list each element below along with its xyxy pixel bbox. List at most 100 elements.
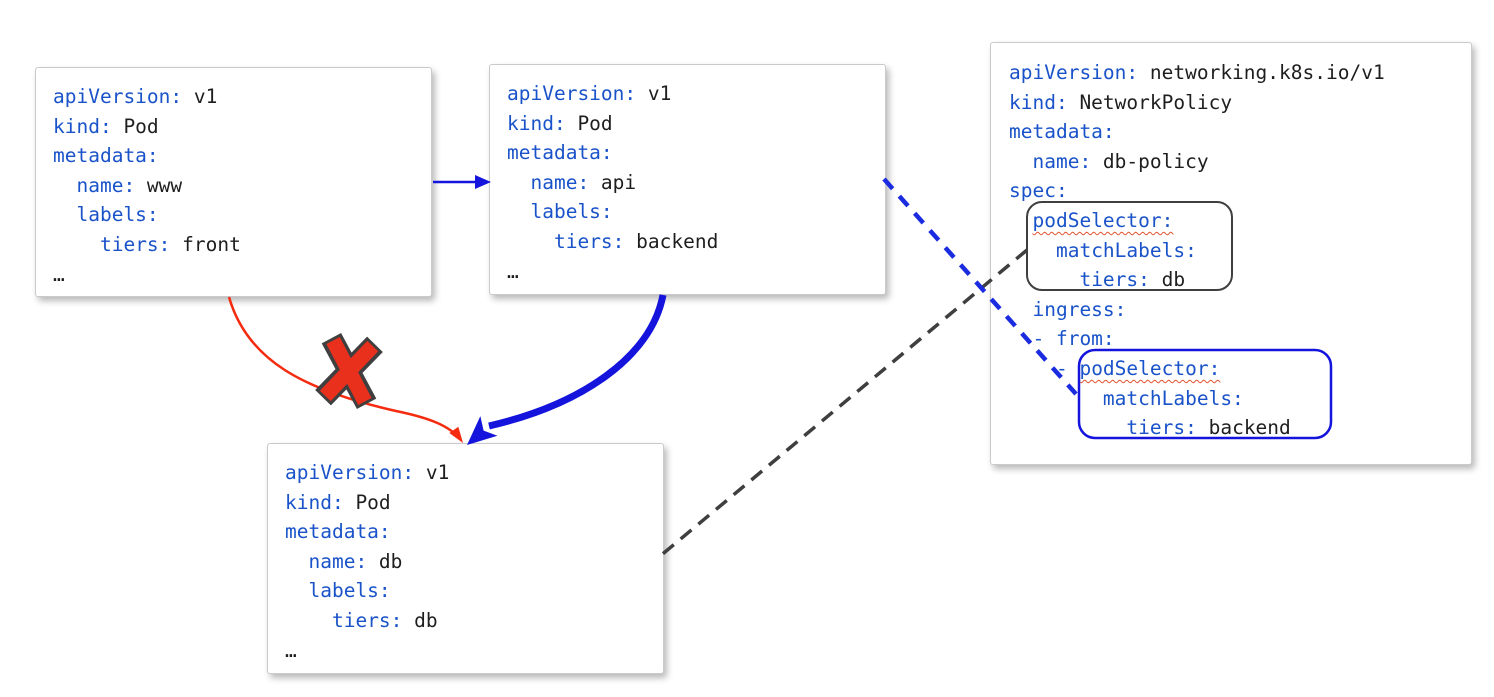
yaml-indent bbox=[53, 174, 76, 197]
yaml-key: apiVersion: bbox=[507, 82, 637, 105]
yaml-line: name: db-policy bbox=[1009, 147, 1461, 177]
yaml-indent bbox=[1009, 209, 1032, 232]
yaml-key: metadata: bbox=[53, 144, 159, 168]
yaml-key: kind: bbox=[1009, 90, 1068, 114]
yaml-key: labels: bbox=[530, 200, 613, 224]
yaml-key: metadata: bbox=[507, 141, 613, 165]
yaml-key: labels: bbox=[76, 203, 159, 227]
yaml-key: tiers: bbox=[1079, 268, 1150, 292]
yaml-indent bbox=[1009, 298, 1032, 321]
yaml-line: labels: bbox=[285, 576, 653, 606]
yaml-key: - from: bbox=[1032, 327, 1115, 351]
allowed-traffic-arrow bbox=[467, 294, 667, 445]
yaml-key: podSelector: bbox=[1079, 356, 1221, 380]
yaml-line: - from: bbox=[1009, 324, 1461, 354]
yaml-value: backend bbox=[1196, 416, 1291, 440]
yaml-line: - podSelector: bbox=[1009, 354, 1461, 384]
yaml-line: kind: Pod bbox=[285, 488, 653, 518]
yaml-indent bbox=[1009, 150, 1032, 173]
blocked-x-outline bbox=[315, 333, 383, 409]
yaml-indent bbox=[1009, 268, 1079, 291]
yaml-value: … bbox=[285, 638, 297, 662]
blocked-x-icon bbox=[315, 333, 383, 409]
blocked-traffic-arrow bbox=[227, 296, 463, 443]
yaml-key: tiers: bbox=[331, 608, 403, 632]
yaml-key: metadata: bbox=[1009, 120, 1115, 144]
yaml-line: tiers: backend bbox=[507, 227, 875, 257]
yaml-value: v1 bbox=[182, 85, 218, 108]
yaml-line: tiers: front bbox=[53, 230, 421, 260]
yaml-key: name: bbox=[76, 173, 136, 197]
yaml-key: labels: bbox=[308, 579, 391, 603]
yaml-line: metadata: bbox=[53, 141, 421, 171]
yaml-line: metadata: bbox=[285, 517, 653, 547]
yaml-indent bbox=[53, 233, 100, 256]
yaml-indent bbox=[1009, 416, 1126, 439]
yaml-line: apiVersion: v1 bbox=[285, 458, 653, 488]
yaml-key: ingress: bbox=[1032, 297, 1127, 321]
yaml-value: Pod bbox=[343, 490, 391, 514]
yaml-line: apiVersion: v1 bbox=[507, 79, 875, 109]
yaml-value: www bbox=[135, 173, 183, 197]
yaml-key: matchLabels: bbox=[1102, 386, 1244, 410]
yaml-indent bbox=[1009, 387, 1103, 410]
yaml-value: backend bbox=[624, 229, 719, 253]
yaml-line: apiVersion: v1 bbox=[53, 82, 421, 112]
yaml-line: metadata: bbox=[1009, 117, 1461, 147]
yaml-key: kind: bbox=[53, 114, 112, 138]
yaml-line: tiers: db bbox=[285, 606, 653, 636]
yaml-line: … bbox=[285, 636, 653, 666]
db-selector-link-dashed-line bbox=[657, 248, 1029, 559]
yaml-key: tiers: bbox=[99, 232, 171, 256]
yaml-line: … bbox=[507, 257, 875, 287]
yaml-value: … bbox=[53, 262, 65, 286]
yaml-value: v1 bbox=[636, 82, 672, 105]
yaml-indent bbox=[285, 579, 308, 602]
yaml-line: labels: bbox=[507, 197, 875, 227]
yaml-key: spec: bbox=[1009, 179, 1068, 203]
yaml-indent bbox=[507, 230, 554, 253]
yaml-indent bbox=[1009, 327, 1032, 350]
blocked-traffic-curve bbox=[227, 296, 462, 441]
yaml-line: … bbox=[53, 260, 421, 290]
yaml-value: db bbox=[1149, 268, 1186, 292]
allowed-traffic-curve bbox=[488, 294, 667, 430]
yaml-value: networking.k8s.io/v1 bbox=[1138, 61, 1385, 84]
yaml-line: name: www bbox=[53, 171, 421, 201]
yaml-value: Pod bbox=[565, 111, 613, 135]
yaml-line: labels: bbox=[53, 200, 421, 230]
yaml-line: kind: Pod bbox=[53, 112, 421, 142]
yaml-key: name: bbox=[308, 549, 368, 573]
yaml-line: matchLabels: bbox=[1009, 384, 1461, 414]
yaml-value: Pod bbox=[111, 114, 159, 138]
yaml-indent bbox=[285, 550, 308, 573]
yaml-key: kind: bbox=[507, 111, 566, 135]
yaml-line: ingress: bbox=[1009, 295, 1461, 325]
yaml-line: kind: Pod bbox=[507, 109, 875, 139]
yaml-line: matchLabels: bbox=[1009, 236, 1461, 266]
yaml-indent bbox=[1009, 239, 1056, 262]
yaml-key: podSelector: bbox=[1032, 208, 1174, 232]
yaml-line: podSelector: bbox=[1009, 206, 1461, 236]
yaml-line: apiVersion: networking.k8s.io/v1 bbox=[1009, 58, 1461, 88]
yaml-key: kind: bbox=[285, 490, 344, 514]
yaml-key: tiers: bbox=[553, 229, 625, 253]
yaml-key: apiVersion: bbox=[1009, 61, 1139, 84]
yaml-indent bbox=[53, 203, 76, 226]
www-to-api-arrow bbox=[433, 175, 491, 189]
yaml-value: … bbox=[507, 259, 519, 283]
yaml-line: metadata: bbox=[507, 138, 875, 168]
yaml-key: matchLabels: bbox=[1055, 238, 1197, 262]
yaml-indent bbox=[285, 609, 332, 632]
yaml-line: name: db bbox=[285, 547, 653, 577]
yaml-key: apiVersion: bbox=[53, 85, 183, 108]
